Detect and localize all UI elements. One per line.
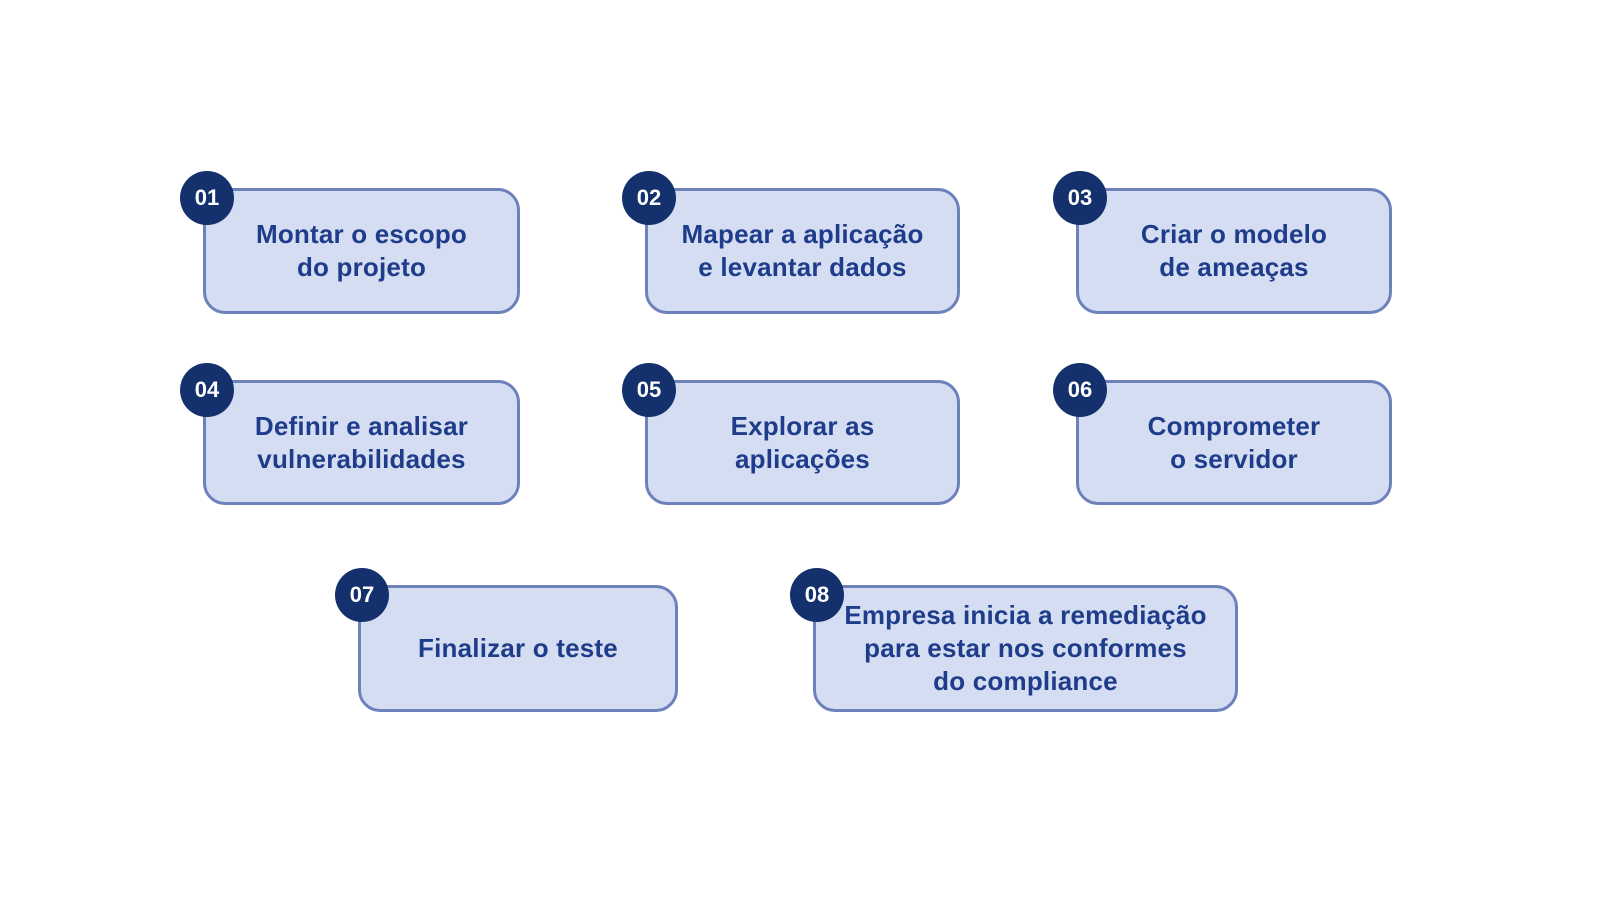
step-card-5: 05 Explorar as aplicações [622, 363, 960, 505]
step-number-badge: 06 [1053, 363, 1107, 417]
step-label: Empresa inicia a remediação para estar n… [844, 600, 1207, 696]
step-card-7: 07 Finalizar o teste [335, 568, 678, 712]
step-label: Comprometer o servidor [1147, 410, 1321, 474]
step-card-4: 04 Definir e analisar vulnerabilidades [180, 363, 520, 505]
step-label: Finalizar o teste [418, 633, 618, 663]
step-number-badge: 01 [180, 171, 234, 225]
step-number-badge: 07 [335, 568, 389, 622]
step-label: Explorar as aplicações [730, 410, 875, 474]
step-number-badge: 04 [180, 363, 234, 417]
step-label: Criar o modelo de ameaças [1140, 219, 1328, 282]
step-number-badge: 02 [622, 171, 676, 225]
step-card-6: 06 Comprometer o servidor [1053, 363, 1392, 505]
step-card-2: 02 Mapear a aplicação e levantar dados [622, 171, 960, 314]
step-number-badge: 03 [1053, 171, 1107, 225]
step-label: Mapear a aplicação e levantar dados [681, 219, 924, 282]
step-card-3: 03 Criar o modelo de ameaças [1053, 171, 1392, 314]
step-number-badge: 05 [622, 363, 676, 417]
step-card-8: 08 Empresa inicia a remediação para esta… [790, 568, 1238, 712]
step-card-1: 01 Montar o escopo do projeto [180, 171, 520, 314]
step-label: Definir e analisar vulnerabilidades [254, 410, 469, 474]
step-number-badge: 08 [790, 568, 844, 622]
step-label: Montar o escopo do projeto [255, 219, 467, 282]
